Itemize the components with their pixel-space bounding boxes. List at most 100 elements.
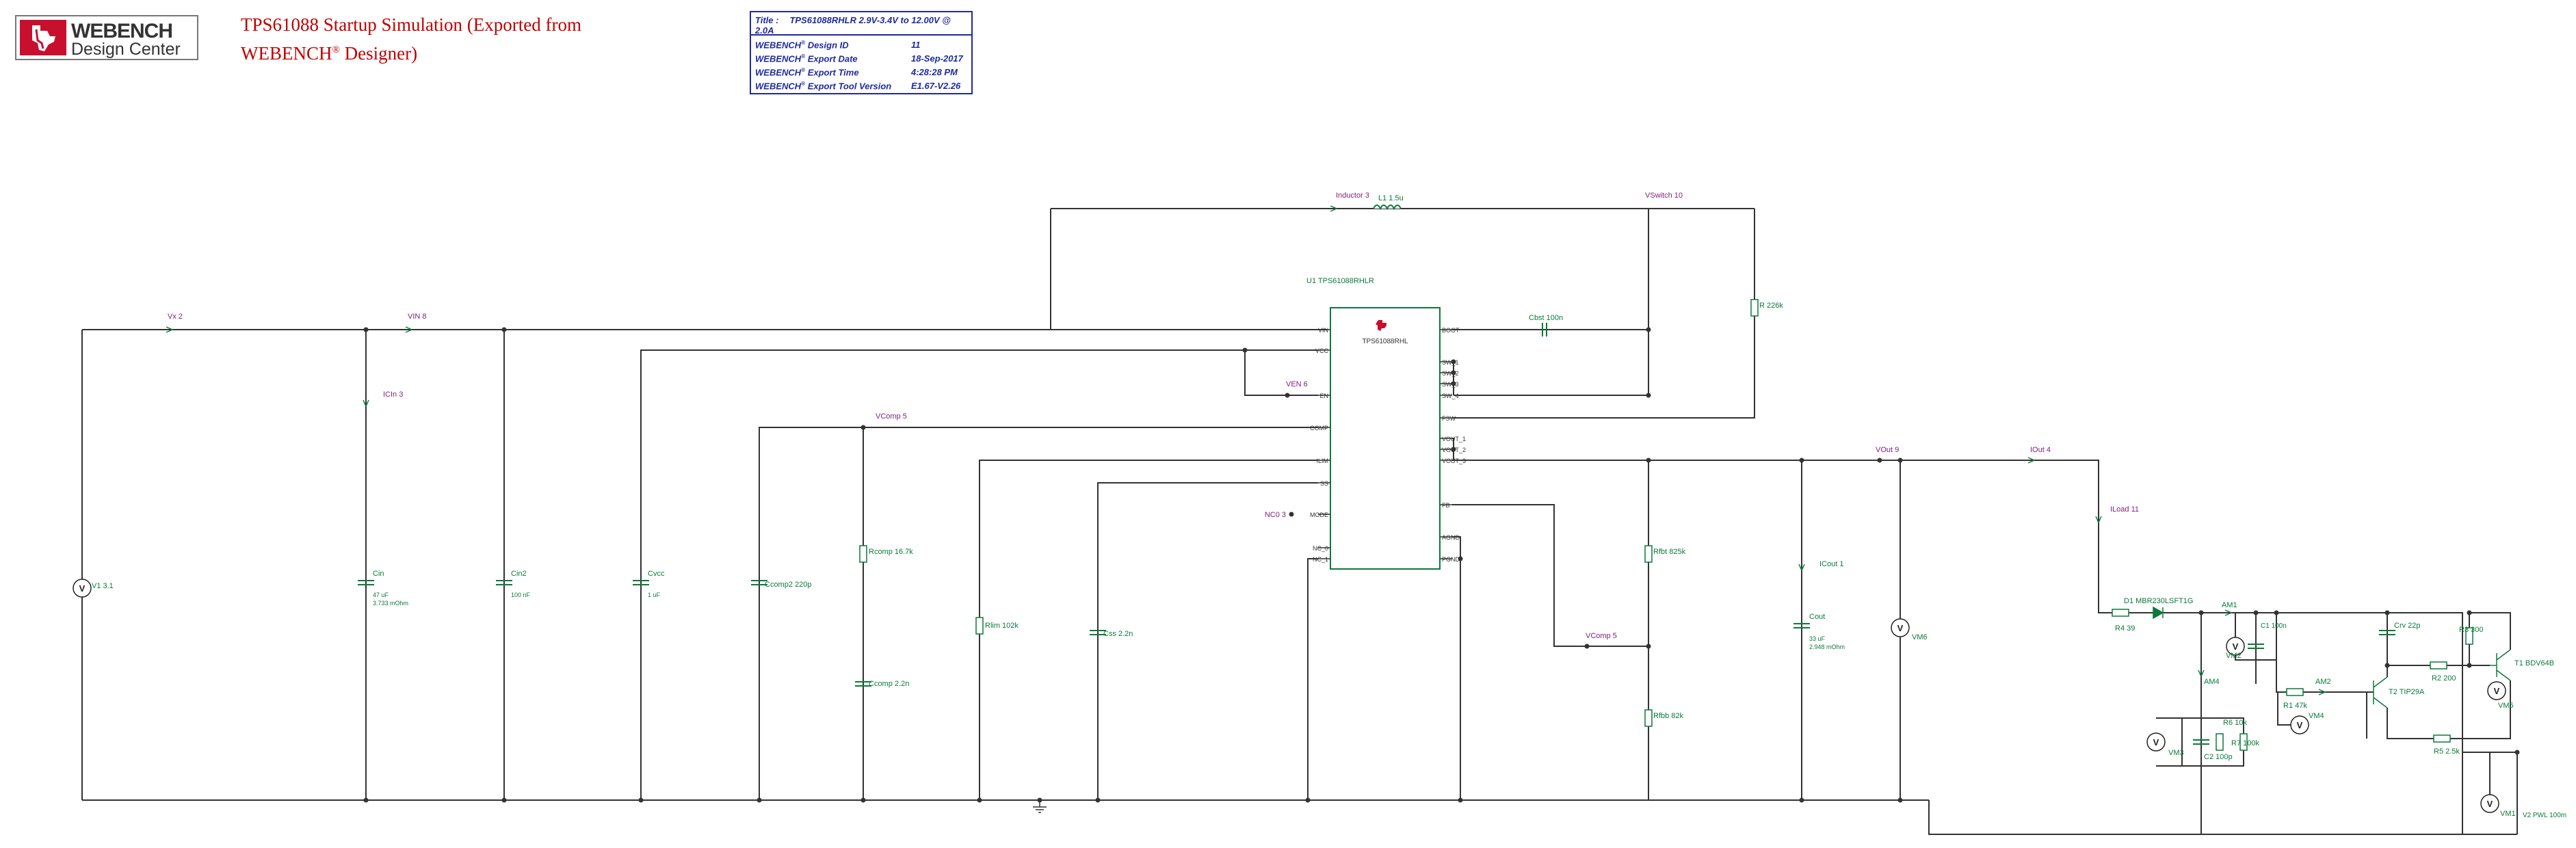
cin-esr: 3.733 mOhm xyxy=(373,600,408,607)
label-cout: Cout xyxy=(1809,613,1825,621)
junction-dot xyxy=(2198,610,2204,615)
label-r3: R3 300 xyxy=(2459,626,2483,634)
label-r1: R1 47k xyxy=(2283,702,2307,710)
svg-text:V: V xyxy=(2487,799,2493,809)
voltmeter-vm3: V xyxy=(2146,732,2166,752)
resistor-r2 xyxy=(2430,661,2447,670)
capacitor-cbst xyxy=(1542,323,1547,336)
junction-dot xyxy=(860,797,866,803)
label-r5: R5 2.5k xyxy=(2434,747,2460,756)
inductor-l1 xyxy=(1373,204,1402,211)
ic-pin-label: SW_2 xyxy=(1442,370,1459,377)
junction-dot xyxy=(1584,644,1590,649)
label-am2: AM2 xyxy=(2315,678,2331,686)
wire-t2-emitter xyxy=(2387,708,2442,739)
resistor-rlim xyxy=(975,617,984,635)
wire-vcc xyxy=(640,349,1318,800)
ic-pin-label: VOUT_2 xyxy=(1442,447,1466,453)
label-vm5: VM5 xyxy=(2498,702,2514,710)
title-block-row-key: WEBENCH® Design ID xyxy=(755,40,849,50)
row-key-label: Export Tool Version xyxy=(805,81,892,92)
capacitor-c1 xyxy=(2248,644,2264,649)
transistor-t2 xyxy=(2373,676,2388,708)
ic-pin-label: MODE xyxy=(1310,512,1328,518)
junction-dot xyxy=(1305,797,1311,803)
junction-dot xyxy=(1458,797,1463,803)
texas-instruments-logo-icon xyxy=(20,20,66,55)
wire-fb xyxy=(1452,504,1648,647)
document-title-reg: ® xyxy=(332,44,340,55)
label-ccomp2: Ccomp2 220p xyxy=(765,581,812,589)
net-label: IOut 4 xyxy=(2030,446,2051,454)
junction-dot xyxy=(1242,347,1248,353)
row-key-label: Export Time xyxy=(805,67,859,78)
net-label: VIN 8 xyxy=(408,313,427,321)
wire-nc1 xyxy=(1307,558,1318,800)
wire-t1-emitter xyxy=(2450,680,2511,739)
wire-en xyxy=(1244,350,1318,396)
junction-dot xyxy=(1289,512,1294,517)
label-vm6: VM6 xyxy=(1912,633,1928,641)
capacitor-cout xyxy=(1793,623,1810,628)
resistor-r6 xyxy=(2216,733,2224,751)
resistor-r1 xyxy=(2286,688,2304,696)
title-block-row-key: WEBENCH® Export Time xyxy=(755,67,859,77)
label-vm2: VM2 xyxy=(2226,652,2242,660)
junction-dot xyxy=(2467,610,2472,615)
title-block-title: Title :TPS61088RHLR 2.9V-3.4V to 12.00V … xyxy=(755,15,971,36)
label-d1: D1 MBR230LSFT1G xyxy=(2124,597,2193,605)
row-key-reg: ® xyxy=(801,67,806,73)
resistor-rcomp xyxy=(859,545,867,563)
junction-dot xyxy=(1285,393,1290,398)
junction-dots xyxy=(363,327,2520,803)
junction-dot xyxy=(1451,370,1456,375)
resistor-r xyxy=(1750,299,1759,317)
junction-dot xyxy=(501,797,507,803)
capacitor-cin xyxy=(358,580,374,585)
label-r7: R7 100k xyxy=(2231,739,2259,747)
junction-dot xyxy=(2467,663,2472,668)
title-block-row-key: WEBENCH® Export Tool Version xyxy=(755,81,891,91)
label-cin: Cin xyxy=(373,570,384,578)
transistor-t1 xyxy=(2490,649,2511,681)
probe-arrow xyxy=(1330,205,1338,212)
junction-dot xyxy=(1646,327,1651,332)
net-label: ICIn 3 xyxy=(383,390,403,399)
document-title-line2: WEBENCH® Designer) xyxy=(241,38,581,66)
junction-dot xyxy=(1897,797,1903,803)
junction-dot xyxy=(363,327,369,332)
junction-dot xyxy=(1799,797,1804,803)
title-block-key: Title : xyxy=(755,15,779,25)
diode-d1 xyxy=(2153,606,2164,620)
webench-logo: WEBENCH Design Center xyxy=(15,15,198,60)
wire-r1 xyxy=(2276,613,2322,693)
label-r2: R2 200 xyxy=(2432,674,2456,683)
junction-dot xyxy=(1451,381,1456,386)
net-label: Vx 2 xyxy=(168,313,183,321)
resistor-r4 xyxy=(2112,609,2129,617)
resistor-rfbb xyxy=(1644,709,1653,727)
wire-gnd-pins xyxy=(1452,536,1461,800)
row-key-brand: WEBENCH xyxy=(755,67,802,78)
voltmeter-vm6: V xyxy=(1891,618,1910,637)
net-label: ILoad 11 xyxy=(2110,505,2139,514)
row-key-brand: WEBENCH xyxy=(755,53,802,64)
label-crv: Crv 22p xyxy=(2394,622,2421,630)
junction-dot xyxy=(638,797,644,803)
title-block-divider xyxy=(751,34,971,36)
net-label: NC0 3 xyxy=(1265,511,1286,519)
label-vm1: VM1 xyxy=(2500,810,2516,818)
cin2-value: 100 nF xyxy=(511,592,531,598)
row-key-reg: ® xyxy=(801,40,806,46)
net-label: Inductor 3 xyxy=(1336,191,1369,200)
junction-dot xyxy=(363,797,369,803)
label-v2: V2 PWL 100m xyxy=(2523,812,2566,819)
junction-dot xyxy=(1646,458,1651,463)
ic-pin-label: COMP xyxy=(1310,425,1328,432)
document-title-line1: TPS61088 Startup Simulation (Exported fr… xyxy=(241,14,581,35)
ammeter-am4 xyxy=(2198,670,2205,678)
document-title-rest: Designer) xyxy=(339,43,418,64)
